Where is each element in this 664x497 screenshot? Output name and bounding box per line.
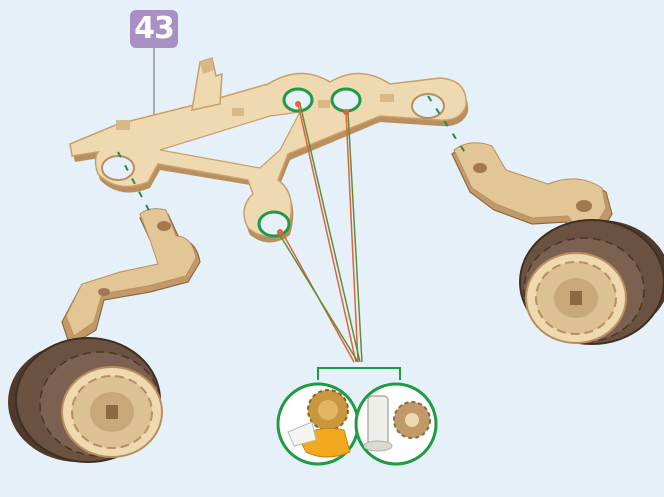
chassis-hole-green-1 <box>284 89 312 111</box>
detail-circle-wax-gear <box>278 384 358 464</box>
right-wheel <box>520 220 664 344</box>
callout-dot-1 <box>295 101 301 107</box>
left-wheel <box>8 338 162 462</box>
detail-circle-axle-gear <box>356 384 436 464</box>
chassis-hole-green-3 <box>259 212 289 236</box>
callout-dot-3 <box>277 229 283 235</box>
chassis-frame <box>70 58 468 243</box>
callout-dot-2 <box>343 109 349 115</box>
callout-bracket <box>318 368 400 380</box>
left-suspension-leg <box>62 209 200 346</box>
chassis-hole-green-2 <box>332 89 360 111</box>
leader-line-green-3 <box>278 232 358 362</box>
chassis-hole-left <box>102 156 134 180</box>
leader-line-green-2 <box>348 112 362 362</box>
